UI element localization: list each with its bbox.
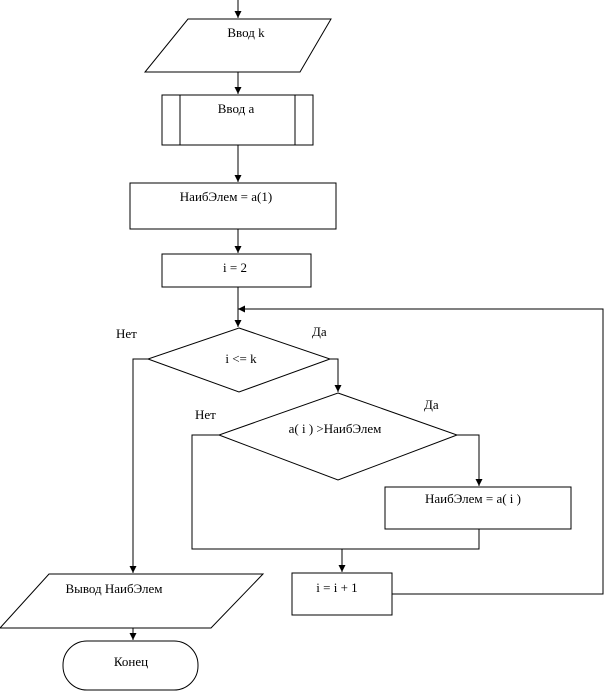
input-a-node: Ввод a xyxy=(161,94,314,146)
increment-shape xyxy=(291,572,393,616)
input-k-node: Ввод k xyxy=(143,18,332,73)
init-i-node: i = 2 xyxy=(161,253,312,288)
end-shape xyxy=(62,640,199,691)
output-max-shape xyxy=(0,573,265,629)
arrow-compare-yes-to-assign xyxy=(457,434,483,486)
compare-no-label: Нет xyxy=(195,407,216,422)
increment-label: i = i + 1 xyxy=(316,580,357,595)
compare-condition-node: a( i ) >НаибЭлем xyxy=(217,392,459,481)
compare-yes-label: Да xyxy=(424,397,439,412)
output-max-node: Вывод НаибЭлем xyxy=(0,573,265,629)
end-node: Конец xyxy=(62,640,199,691)
line-compare-no-to-merge xyxy=(191,434,342,550)
line-assign-to-merge xyxy=(342,529,480,550)
init-max-label: НаибЭлем = a(1) xyxy=(180,189,272,204)
loop-condition-label: i <= k xyxy=(225,351,257,366)
compare-condition-label: a( i ) >НаибЭлем xyxy=(289,421,382,436)
input-a-shape xyxy=(161,94,314,146)
arrow-loop-yes-to-compare xyxy=(330,358,342,392)
assign-max-node: НаибЭлем = a( i ) xyxy=(384,486,572,530)
input-a-label: Ввод a xyxy=(218,101,255,116)
assign-max-label: НаибЭлем = a( i ) xyxy=(425,491,521,506)
loop-condition-node: i <= k xyxy=(146,327,332,393)
compare-condition-shape xyxy=(217,392,459,481)
assign-max-shape xyxy=(384,486,572,530)
output-max-label: Вывод НаибЭлем xyxy=(65,581,162,596)
input-k-label: Ввод k xyxy=(227,25,265,40)
arrow-increment-loop-back xyxy=(238,305,604,595)
loop-yes-label: Да xyxy=(312,324,327,339)
input-k-shape xyxy=(143,18,332,73)
end-label: Конец xyxy=(114,654,148,669)
loop-condition-shape xyxy=(146,327,332,393)
init-i-shape xyxy=(161,253,312,288)
init-i-label: i = 2 xyxy=(223,260,247,275)
init-max-shape xyxy=(129,182,337,230)
arrow-loop-no-to-output xyxy=(129,358,148,573)
increment-node: i = i + 1 xyxy=(291,572,393,616)
init-max-node: НаибЭлем = a(1) xyxy=(129,182,337,230)
loop-no-label: Нет xyxy=(116,326,137,341)
connectors xyxy=(129,0,604,640)
